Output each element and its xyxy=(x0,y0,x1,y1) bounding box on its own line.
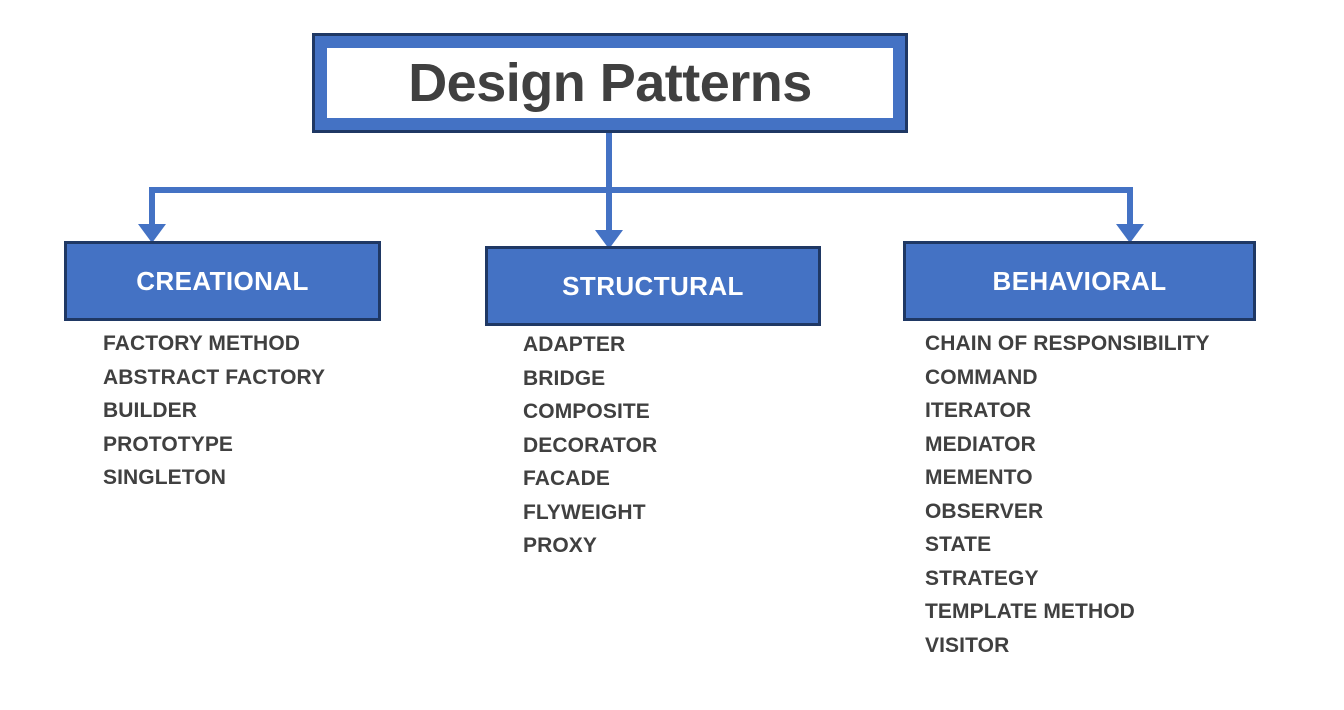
category-label-creational: CREATIONAL xyxy=(136,265,309,296)
list-item: MEDIATOR xyxy=(925,432,1036,456)
list-item: COMMAND xyxy=(925,365,1038,389)
list-item: ABSTRACT FACTORY xyxy=(103,365,326,389)
list-item: CHAIN OF RESPONSIBILITY xyxy=(925,332,1210,355)
list-item: OBSERVER xyxy=(925,499,1044,523)
category-label-behavioral: BEHAVIORAL xyxy=(992,265,1167,296)
category-header-creational[interactable]: CREATIONAL xyxy=(64,241,381,321)
list-item: BRIDGE xyxy=(523,366,606,390)
category-header-structural[interactable]: STRUCTURAL xyxy=(485,246,821,326)
pattern-list-creational: FACTORY METHOD ABSTRACT FACTORY BUILDER … xyxy=(103,327,381,495)
list-item: SINGLETON xyxy=(103,466,227,489)
category-creational: CREATIONAL FACTORY METHOD ABSTRACT FACTO… xyxy=(64,241,381,495)
category-label-structural: STRUCTURAL xyxy=(562,270,744,301)
root-node-design-patterns: Design Patterns xyxy=(312,33,908,133)
pattern-list-behavioral: CHAIN OF RESPONSIBILITY COMMAND ITERATOR… xyxy=(925,327,1256,662)
list-item: COMPOSITE xyxy=(523,400,650,423)
list-item: FACADE xyxy=(523,467,610,490)
list-item: DECORATOR xyxy=(523,433,658,457)
page-title: Design Patterns xyxy=(408,53,812,113)
list-item: STRATEGY xyxy=(925,566,1039,590)
list-item: STATE xyxy=(925,533,992,556)
pattern-list-structural: ADAPTER BRIDGE COMPOSITE DECORATOR FACAD… xyxy=(523,328,821,563)
list-item: FLYWEIGHT xyxy=(523,500,646,524)
list-item: PROXY xyxy=(523,534,598,557)
list-item: ITERATOR xyxy=(925,399,1032,422)
list-item: FACTORY METHOD xyxy=(103,332,301,355)
list-item: VISITOR xyxy=(925,633,1010,657)
category-header-behavioral[interactable]: BEHAVIORAL xyxy=(903,241,1256,321)
list-item: MEMENTO xyxy=(925,466,1033,489)
list-item: ADAPTER xyxy=(523,333,626,356)
list-item: TEMPLATE METHOD xyxy=(925,600,1135,623)
list-item: PROTOTYPE xyxy=(103,432,234,456)
list-item: BUILDER xyxy=(103,399,198,422)
root-node-inner: Design Patterns xyxy=(327,48,893,118)
category-behavioral: BEHAVIORAL CHAIN OF RESPONSIBILITY COMMA… xyxy=(903,241,1256,662)
category-structural: STRUCTURAL ADAPTER BRIDGE COMPOSITE DECO… xyxy=(485,246,821,563)
